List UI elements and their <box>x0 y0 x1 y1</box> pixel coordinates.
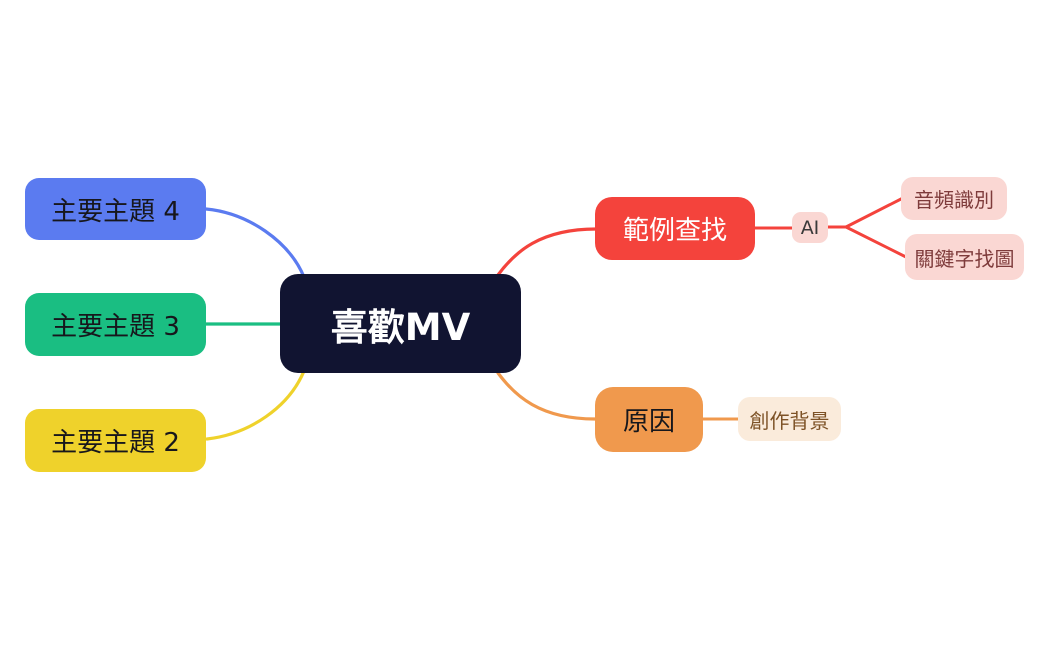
edge-central-example-search <box>496 227 598 277</box>
node-example-search-label: 範例查找 <box>622 216 727 246</box>
node-main-topic-2-label: 主要主題 2 <box>51 428 180 458</box>
edge-central-topic2 <box>205 369 306 441</box>
edge-ai-audio-recognition <box>825 196 905 229</box>
edge-central-reason <box>496 371 597 421</box>
node-main-topic-4[interactable]: 主要主題 4 <box>25 178 206 240</box>
node-reason-label: 原因 <box>622 407 675 437</box>
node-ai[interactable]: AI <box>792 212 828 243</box>
node-keyword-image-search[interactable]: 關鍵字找圖 <box>905 234 1024 280</box>
node-reason[interactable]: 原因 <box>595 387 703 452</box>
node-audio-recognition-label: 音頻識別 <box>914 188 994 212</box>
node-main-topic-3[interactable]: 主要主題 3 <box>25 293 206 356</box>
node-creation-background[interactable]: 創作背景 <box>738 397 841 441</box>
node-main-topic-3-label: 主要主題 3 <box>51 312 180 342</box>
edge-central-topic4 <box>204 207 306 279</box>
node-creation-background-label: 創作背景 <box>749 408 830 433</box>
node-main-topic-2[interactable]: 主要主題 2 <box>25 409 206 472</box>
node-example-search[interactable]: 範例查找 <box>595 197 755 260</box>
node-central-topic-label: 喜歡MV <box>330 305 471 349</box>
node-audio-recognition[interactable]: 音頻識別 <box>901 177 1007 220</box>
edge-ai-keyword-image-search <box>844 225 908 259</box>
node-central-topic[interactable]: 喜歡MV <box>280 274 521 373</box>
node-ai-label: AI <box>800 216 820 239</box>
node-keyword-image-search-label: 關鍵字找圖 <box>914 246 1015 271</box>
node-main-topic-4-label: 主要主題 4 <box>51 196 180 227</box>
